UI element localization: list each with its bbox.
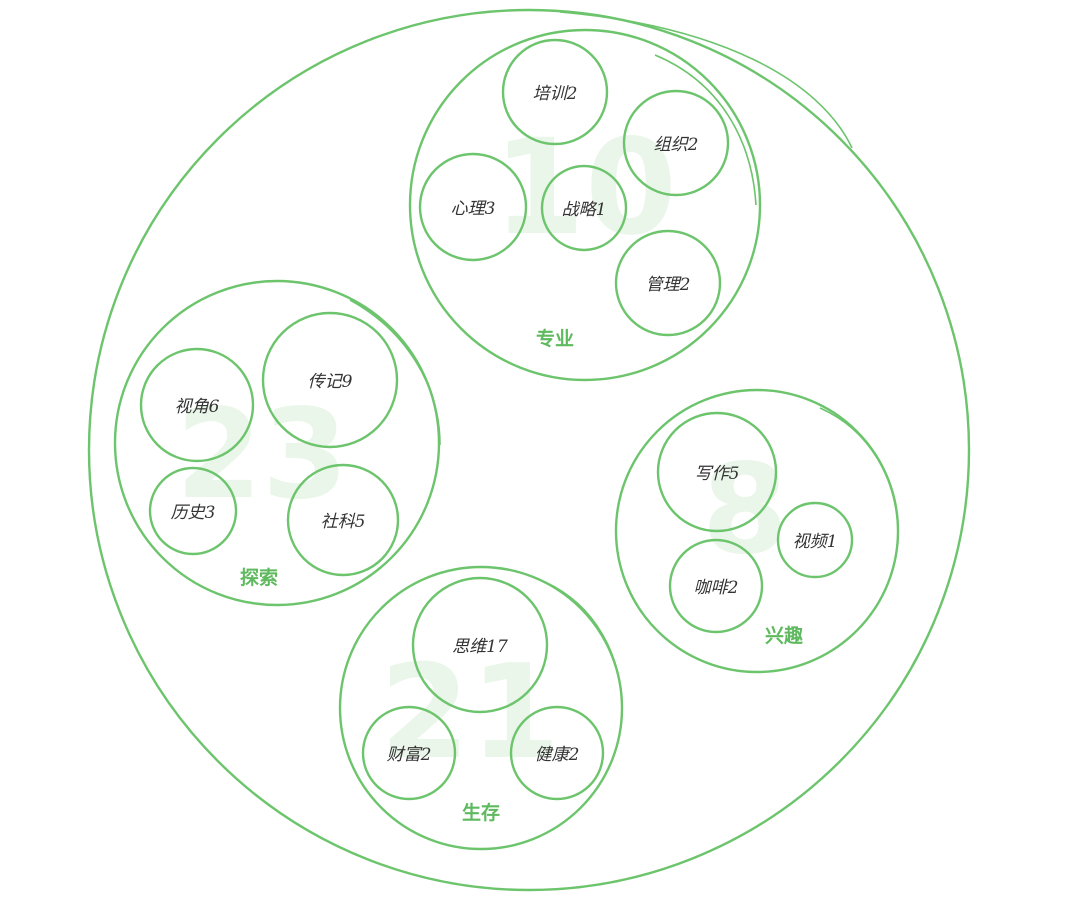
topic-label: 历史3 <box>171 503 216 523</box>
topic-label: 咖啡2 <box>694 578 739 598</box>
topic-bubble: 思维17 <box>411 576 549 714</box>
topic-bubble: 视频1 <box>776 501 854 579</box>
group-label-xingqu: 兴趣 <box>765 624 804 647</box>
group-shengcun: 21 思维17 财富2 健康2 生存 <box>338 565 624 851</box>
topic-bubble: 咖啡2 <box>668 538 764 634</box>
topic-label: 写作5 <box>695 464 740 484</box>
group-zhuanye: 10 培训2 组织2 心理3 战略1 管理2 专业 <box>408 28 762 382</box>
topic-bubble: 社科5 <box>286 463 400 577</box>
topic-bubble: 健康2 <box>509 705 605 801</box>
group-total-zhuanye: 10 <box>493 111 677 265</box>
topic-label: 健康2 <box>535 745 580 765</box>
group-xingqu: 8 写作5 视频1 咖啡2 兴趣 <box>614 388 900 674</box>
topic-bubble: 写作5 <box>656 411 778 533</box>
group-label-tansuo: 探索 <box>240 566 278 589</box>
topic-label: 财富2 <box>387 745 432 765</box>
group-label-zhuanye: 专业 <box>536 327 574 350</box>
topic-label: 视角6 <box>175 397 220 417</box>
topic-bubble: 组织2 <box>622 89 730 197</box>
topic-label: 战略1 <box>562 200 607 220</box>
topic-bubble: 心理3 <box>418 152 528 262</box>
topic-label: 心理3 <box>451 199 496 219</box>
topic-label: 社科5 <box>321 512 366 532</box>
topic-bubble: 财富2 <box>361 705 457 801</box>
topic-bubble: 视角6 <box>139 347 255 463</box>
group-circle-zhuanye <box>408 28 762 382</box>
topic-bubble: 战略1 <box>540 164 628 252</box>
topic-label: 思维17 <box>452 637 508 657</box>
topic-bubble: 管理2 <box>614 229 722 337</box>
group-tansuo: 23 视角6 传记9 历史3 社科5 探索 <box>113 279 441 607</box>
topic-label: 组织2 <box>654 135 699 155</box>
group-circle-tansuo <box>113 279 441 607</box>
topic-bubble: 培训2 <box>501 38 609 146</box>
topic-bubble: 传记9 <box>261 311 399 449</box>
topic-bubble: 历史3 <box>148 466 238 556</box>
topic-label: 管理2 <box>646 275 691 295</box>
topic-label: 传记9 <box>308 372 353 392</box>
group-total-xingqu: 8 <box>702 438 788 582</box>
topic-label: 视频1 <box>793 532 838 552</box>
topic-label: 培训2 <box>533 84 578 104</box>
group-label-shengcun: 生存 <box>462 801 500 824</box>
group-total-tansuo: 23 <box>176 383 349 527</box>
outer-circle <box>87 8 971 892</box>
